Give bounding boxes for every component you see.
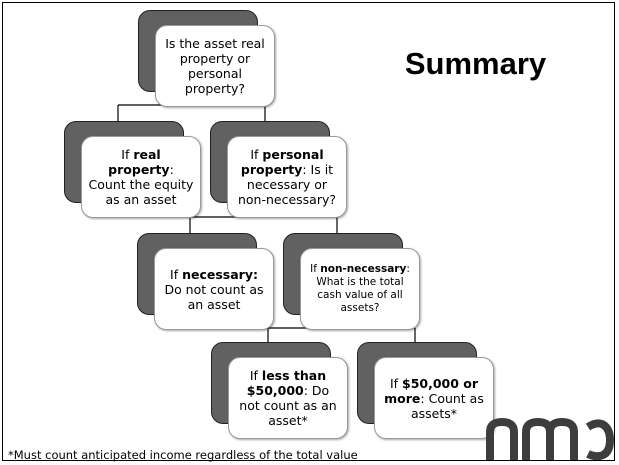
footnote: *Must count anticipated income regardles… xyxy=(8,448,358,462)
node-non-necessary-text: If non-necessary: What is the total cash… xyxy=(300,248,420,330)
node-necessary-text: If necessary: Do not count as an asset xyxy=(154,248,274,330)
node-personal-property-text: If personal property: Is it necessary or… xyxy=(227,136,347,218)
slide-frame xyxy=(2,2,615,461)
nmc-logo-icon xyxy=(486,417,614,460)
node-50000-or-more-text: If $50,000 or more: Count as assets* xyxy=(374,357,494,439)
node-less-than-50000-text: If less than $50,000: Do not count as an… xyxy=(228,357,348,439)
node-real-property-text: If real property: Count the equity as an… xyxy=(81,136,201,218)
node-root-text: Is the asset real property or personal p… xyxy=(155,25,275,107)
slide-title: Summary xyxy=(404,46,547,81)
